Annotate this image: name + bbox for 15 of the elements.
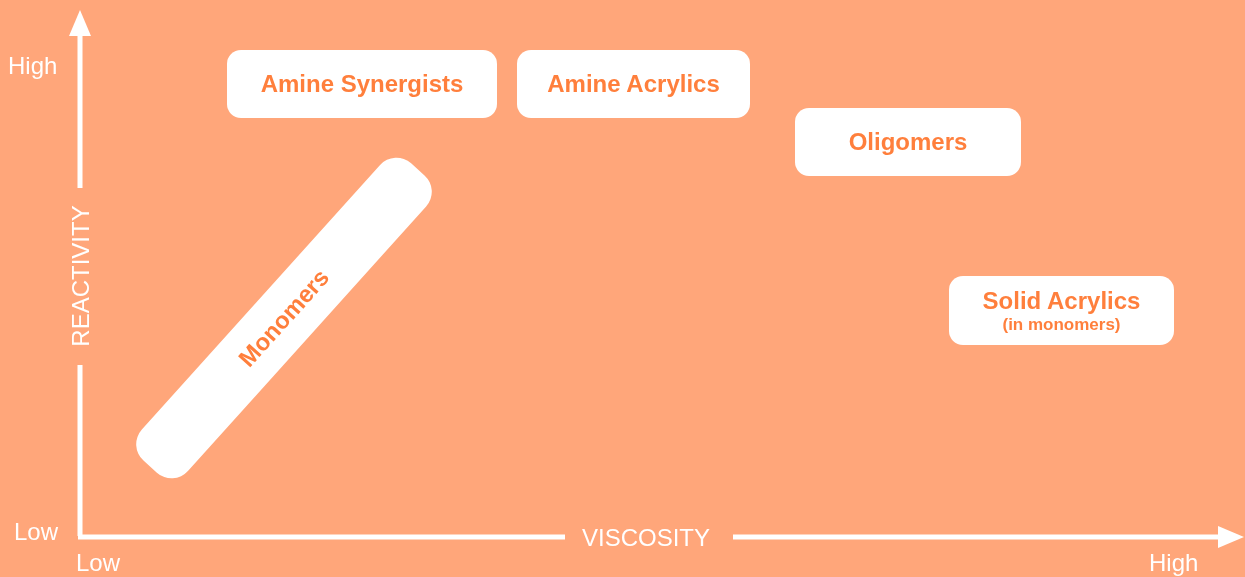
category-box bbox=[227, 50, 497, 118]
category-box bbox=[949, 276, 1174, 345]
category-label: Amine Acrylics bbox=[547, 70, 720, 98]
axis-tick-label: Low bbox=[76, 551, 121, 575]
category-box bbox=[517, 50, 750, 118]
axis-title: REACTIVITY bbox=[68, 205, 93, 347]
category-label: Solid Acrylics bbox=[982, 286, 1141, 315]
category-note: (in monomers) bbox=[1002, 314, 1121, 335]
category-box bbox=[795, 108, 1021, 176]
axis-tick-label: High bbox=[8, 54, 58, 78]
category-label: Amine Synergists bbox=[260, 70, 464, 98]
category-label: Oligomers bbox=[848, 128, 968, 156]
axis-tick-label: Low bbox=[14, 520, 59, 544]
axis-tick-label: High bbox=[1149, 551, 1199, 575]
axis-title: VISCOSITY bbox=[582, 526, 711, 550]
